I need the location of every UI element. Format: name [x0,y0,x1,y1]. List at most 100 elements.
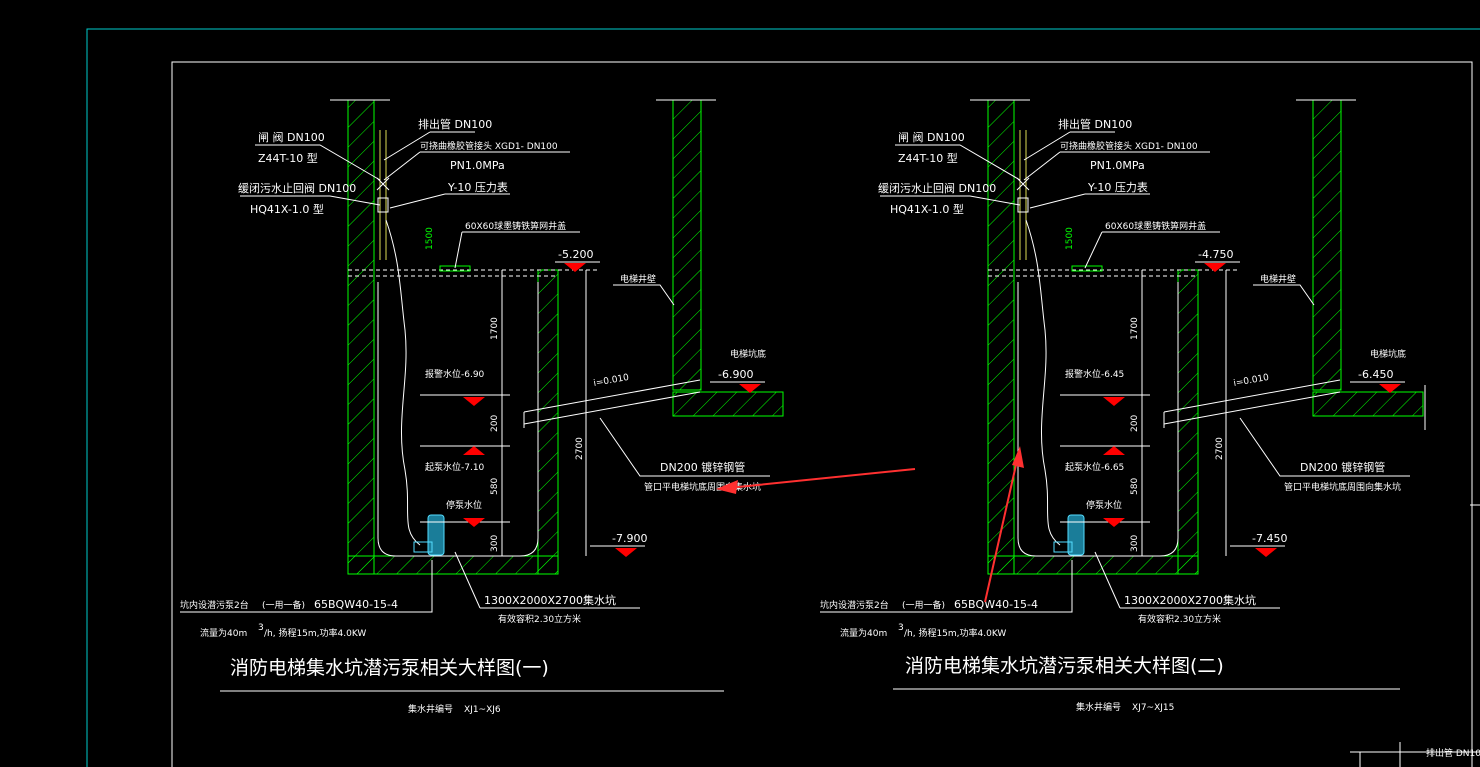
gauge-label: Y-10 压力表 [1087,180,1148,194]
drain-pipe [1163,379,1341,425]
pump-icon [1067,514,1085,556]
valve-icon [1016,177,1030,191]
pump-qty: 坑内设潜污泵2台 [180,599,249,611]
drain-pipe [523,379,701,425]
dim-1700: 1700 [490,317,500,340]
shaft-wall-label: 电梯井壁 [1260,273,1296,285]
dim-300: 300 [490,535,500,552]
dim-1700: 1700 [1130,317,1140,340]
dim-580: 580 [1130,478,1140,495]
cover-label: 60X60球墨铸铁箅网井盖 [465,220,566,232]
pump-model: 65BQW40-15-4 [314,598,398,611]
detail-title: 消防电梯集水坑潜污泵相关大样图(二) [905,655,1224,677]
gate-valve-model: Z44T-10 型 [258,151,318,165]
pump-icon [427,514,445,556]
pit-right-wall [537,269,559,575]
pit-bottom-marker [739,384,761,393]
pump-qty: 坑内设潜污泵2台 [820,599,889,611]
start-level-label: 起泵水位-6.65 [1065,461,1124,473]
outlet-pipe-label: 排出管 DN100 [418,117,492,131]
alarm-level-label: 报警水位-6.45 [1065,368,1124,380]
bottom-elevation-marker [1255,548,1277,557]
rubber-joint-label: 可挠曲橡胶管接头 XGD1- DN100 [1060,140,1198,152]
top-elevation-marker [1204,263,1226,272]
flow-rest: /h, 扬程15m,功率4.0KW [264,627,366,639]
pit-floor [347,555,559,575]
pit-inner-outline [1017,282,1179,557]
stop-level-marker [1103,518,1125,527]
start-level-marker [463,446,485,455]
dim-580: 580 [490,478,500,495]
stop-level-label: 停泵水位 [446,499,482,511]
left-wall [347,99,375,575]
dim-2700: 2700 [1215,437,1225,460]
pit-right-wall [1177,269,1199,575]
dim-1500: 1500 [1065,227,1075,250]
top-elevation: -4.750 [1198,248,1233,261]
left-wall [987,99,1015,575]
check-valve-model: HQ41X-1.0 型 [890,202,964,216]
valve-icon [376,177,390,191]
check-valve-label: 缓闭污水止回阀 DN100 [238,181,356,195]
gate-valve-model: Z44T-10 型 [898,151,958,165]
alarm-level-marker [1103,397,1125,406]
pump-mode: (一用一备) [262,599,305,611]
outer-frame [86,28,1480,767]
hose [385,219,421,546]
bottom-elevation: -7.450 [1252,532,1287,545]
annotation-arrowhead-1 [716,480,738,494]
volume-label: 有效容积2.30立方米 [498,613,581,625]
rubber-joint-label: 可挠曲橡胶管接头 XGD1- DN100 [420,140,558,152]
shaft-floor [672,391,784,417]
top-elevation-marker [564,263,586,272]
pump-mode: (一用一备) [902,599,945,611]
start-level-marker [1103,446,1125,455]
slope-label: i=0.010 [1233,373,1270,389]
annotation-arrowhead-2 [1012,446,1024,468]
corner-label: 排出管 DN10 [1426,747,1480,759]
dim-200: 200 [1130,415,1140,432]
annotation-arrow-2 [984,455,1019,603]
pressure-label: PN1.0MPa [450,159,505,172]
pit-bottom-marker [1379,384,1401,393]
flow-rest: /h, 扬程15m,功率4.0KW [904,627,1006,639]
pit-bottom-label: 电梯坑底 [730,348,766,360]
flow-label: 流量为40m [840,627,887,639]
detail-title: 消防电梯集水坑潜污泵相关大样图(一) [230,657,549,679]
dim-300: 300 [1130,535,1140,552]
dim-1500: 1500 [425,227,435,250]
alarm-level-label: 报警水位-6.90 [425,368,485,380]
bottom-elevation: -7.900 [612,532,647,545]
shaft-wall [672,99,702,391]
dim-200: 200 [490,415,500,432]
pit-inner-outline [377,282,539,557]
level-markers [1103,263,1401,557]
well-no: XJ1~XJ6 [464,705,501,715]
detail-drawing-1: 闸 阀 DN100 Z44T-10 型 缓闭污水止回阀 DN100 HQ41X-… [180,99,784,715]
well-no-label: 集水井编号 [408,703,453,715]
pipe-label: DN200 镀锌钢管 [1300,460,1385,474]
flow-superscript: 3 [258,623,264,633]
shaft-wall-label: 电梯井壁 [620,273,656,285]
inner-frame [171,61,1473,767]
gate-valve-label: 闸 阀 DN100 [898,130,965,144]
cover-plate [1071,265,1103,272]
flow-label: 流量为40m [200,627,247,639]
annotation-arrows [716,446,1024,603]
pit-bottom-label: 电梯坑底 [1370,348,1406,360]
pit-size: 1300X2000X2700集水坑 [1124,593,1256,607]
gate-valve-label: 闸 阀 DN100 [258,130,325,144]
stop-level-marker [463,518,485,527]
slope-label: i=0.010 [593,373,630,389]
dim-2700: 2700 [575,437,585,460]
pit-floor [987,555,1199,575]
shaft-floor [1312,391,1424,417]
volume-label: 有效容积2.30立方米 [1138,613,1221,625]
start-level-label: 起泵水位-7.10 [425,461,485,473]
pressure-label: PN1.0MPa [1090,159,1145,172]
pipe-label: DN200 镀锌钢管 [660,460,745,474]
hose [1025,219,1061,546]
top-elevation: -5.200 [558,248,593,261]
detail-drawing-2: 闸 阀 DN100 Z44T-10 型 缓闭污水止回阀 DN100 HQ41X-… [820,99,1424,713]
